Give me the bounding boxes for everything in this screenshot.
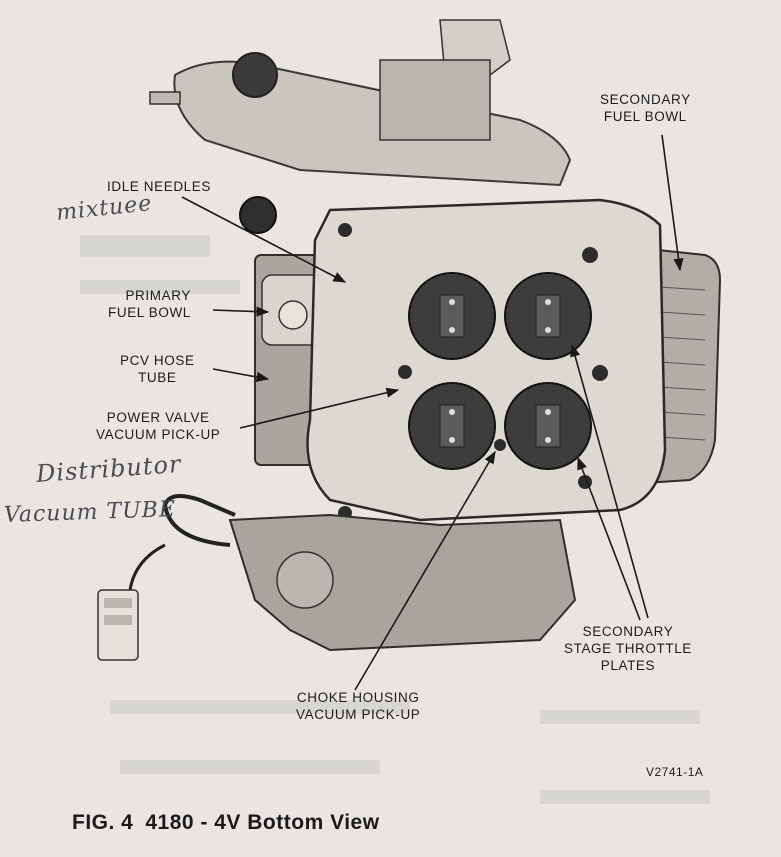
leader-secondary-fuel-bowl [661,134,684,272]
leader-lines [181,134,684,691]
figure-number: FIG. 4 [72,811,134,834]
figure-code: V2741-1A [646,765,704,779]
label-idle-needles: IDLE NEEDLES [107,179,211,194]
background-page-ghost [80,235,710,804]
leader-power-valve [239,387,400,429]
leader-primary-fuel-bowl [212,306,270,317]
label-power-valve: POWER VALVE VACUUM PICK-UP [96,410,221,442]
label-secondary-throttle-plates: SECONDARY STAGE THROTTLE PLATES [564,624,692,673]
label-primary-fuel-bowl: PRIMARY FUEL BOWL [108,288,191,320]
label-secondary-fuel-bowl: SECONDARY FUEL BOWL [600,92,691,124]
leader-idle-needles [181,196,347,283]
leader-choke-housing [354,450,496,691]
leader-secondary-throttle-2 [577,456,641,621]
figure-caption: FIG. 4 4180 - 4V Bottom View [72,811,392,835]
label-pcv-hose-tube: PCV HOSE TUBE [120,353,195,385]
label-choke-housing: CHOKE HOUSING VACUUM PICK-UP [296,690,421,722]
figure-title: 4180 - 4V Bottom View [145,811,380,834]
leader-pcv-hose-tube [212,368,270,382]
carburetor-body [97,19,722,661]
leader-secondary-throttle-1 [570,343,649,619]
